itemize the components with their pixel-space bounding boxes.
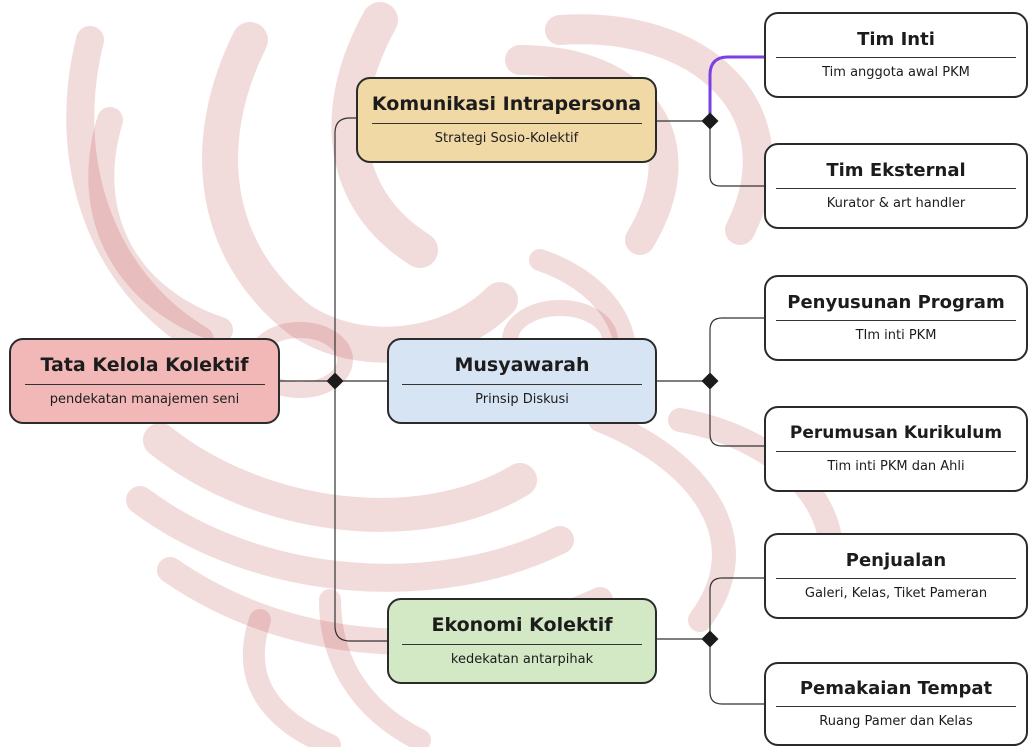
node-leaf-subtitle: Tim inti PKM dan Ahli [827, 458, 965, 474]
node-leaf-title: Pemakaian Tempat [799, 677, 993, 699]
node-leaf-title: Tim Inti [857, 28, 935, 50]
node-divider [776, 188, 1016, 190]
node-leaf-title: Tim Eksternal [826, 159, 966, 181]
node-branch-3-title: Ekonomi Kolektif [431, 614, 613, 637]
node-leaf-subtitle: Tim anggota awal PKM [822, 65, 970, 81]
node-leaf-subtitle: Ruang Pamer dan Kelas [819, 714, 973, 730]
node-divider [402, 383, 642, 385]
node-root-subtitle: pendekatan manajemen seni [49, 391, 240, 407]
node-branch-1-subtitle: Strategi Sosio-Kolektif [434, 130, 579, 146]
node-leaf-penyusunan-program[interactable]: Penyusunan Program TIm inti PKM [764, 275, 1028, 361]
node-leaf-subtitle: Galeri, Kelas, Tiket Pameran [804, 586, 988, 602]
node-branch-1-title: Komunikasi Intrapersona [371, 93, 642, 116]
node-leaf-penjualan[interactable]: Penjualan Galeri, Kelas, Tiket Pameran [764, 533, 1028, 619]
node-branch-2-title: Musyawarah [454, 354, 590, 377]
connector-trunk [334, 117, 357, 381]
node-divider [371, 122, 642, 124]
node-leaf-subtitle: TIm inti PKM [855, 328, 937, 344]
node-divider [776, 578, 1016, 580]
node-leaf-tim-eksternal[interactable]: Tim Eksternal Kurator & art handler [764, 143, 1028, 229]
node-divider [776, 320, 1016, 322]
node-root[interactable]: Tata Kelola Kolektif pendekatan manajeme… [9, 338, 280, 424]
node-leaf-title: Penjualan [845, 549, 947, 571]
node-divider [402, 643, 642, 645]
node-branch-3-subtitle: kedekatan antarpihak [450, 651, 594, 667]
node-divider [776, 57, 1016, 59]
node-branch-1[interactable]: Komunikasi Intrapersona Strategi Sosio-K… [356, 77, 657, 163]
node-leaf-pemakaian-tempat[interactable]: Pemakaian Tempat Ruang Pamer dan Kelas [764, 662, 1028, 746]
node-branch-3[interactable]: Ekonomi Kolektif kedekatan antarpihak [387, 598, 657, 684]
node-divider [776, 706, 1016, 708]
node-divider [776, 450, 1016, 452]
node-divider [24, 383, 265, 385]
node-branch-2-subtitle: Prinsip Diskusi [475, 391, 569, 407]
node-root-title: Tata Kelola Kolektif [40, 354, 249, 377]
connector-highlighted [708, 55, 764, 121]
node-branch-2[interactable]: Musyawarah Prinsip Diskusi [387, 338, 657, 424]
node-leaf-title: Penyusunan Program [787, 291, 1005, 313]
node-leaf-perumusan-kurikulum[interactable]: Perumusan Kurikulum Tim inti PKM dan Ahl… [764, 406, 1028, 492]
node-leaf-title: Perumusan Kurikulum [789, 423, 1003, 444]
node-leaf-subtitle: Kurator & art handler [826, 196, 966, 212]
node-leaf-tim-inti[interactable]: Tim Inti Tim anggota awal PKM [764, 12, 1028, 98]
